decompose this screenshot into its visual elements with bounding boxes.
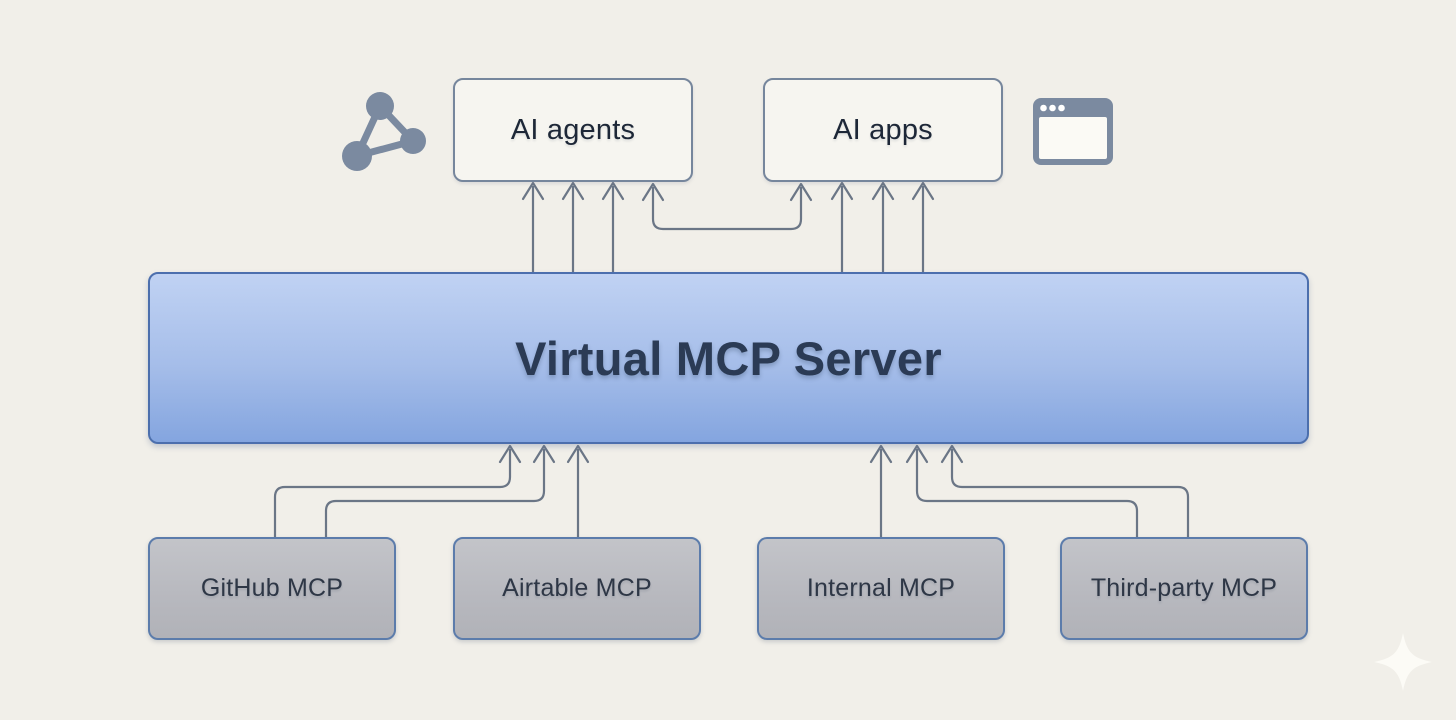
edge-ai-agents-ai-apps	[651, 187, 803, 231]
node-internal-mcp: Internal MCP	[757, 537, 1005, 640]
edges-github-to-hub	[273, 449, 546, 537]
sparkle-icon	[1374, 633, 1432, 691]
node-ai-apps: AI apps	[763, 78, 1003, 182]
edges-third-party-to-hub	[915, 449, 1190, 537]
node-github-mcp: GitHub MCP	[148, 537, 396, 640]
third-party-mcp-label: Third-party MCP	[1090, 574, 1278, 602]
ai-agents-label: AI agents	[510, 113, 636, 146]
virtual-mcp-server-label: Virtual MCP Server	[515, 331, 942, 385]
edges-hub-to-ai-agents	[531, 186, 615, 273]
node-virtual-mcp-server: Virtual MCP Server	[148, 272, 1309, 444]
node-airtable-mcp: Airtable MCP	[453, 537, 701, 640]
internal-mcp-label: Internal MCP	[806, 574, 956, 602]
airtable-mcp-label: Airtable MCP	[502, 574, 652, 602]
github-mcp-label: GitHub MCP	[200, 574, 344, 602]
edges-hub-to-ai-apps	[840, 186, 925, 273]
ai-apps-label: AI apps	[833, 113, 933, 146]
node-ai-agents: AI agents	[453, 78, 693, 182]
node-third-party-mcp: Third-party MCP	[1060, 537, 1308, 640]
browser-window-icon	[1033, 98, 1113, 165]
network-nodes-icon	[342, 92, 426, 171]
